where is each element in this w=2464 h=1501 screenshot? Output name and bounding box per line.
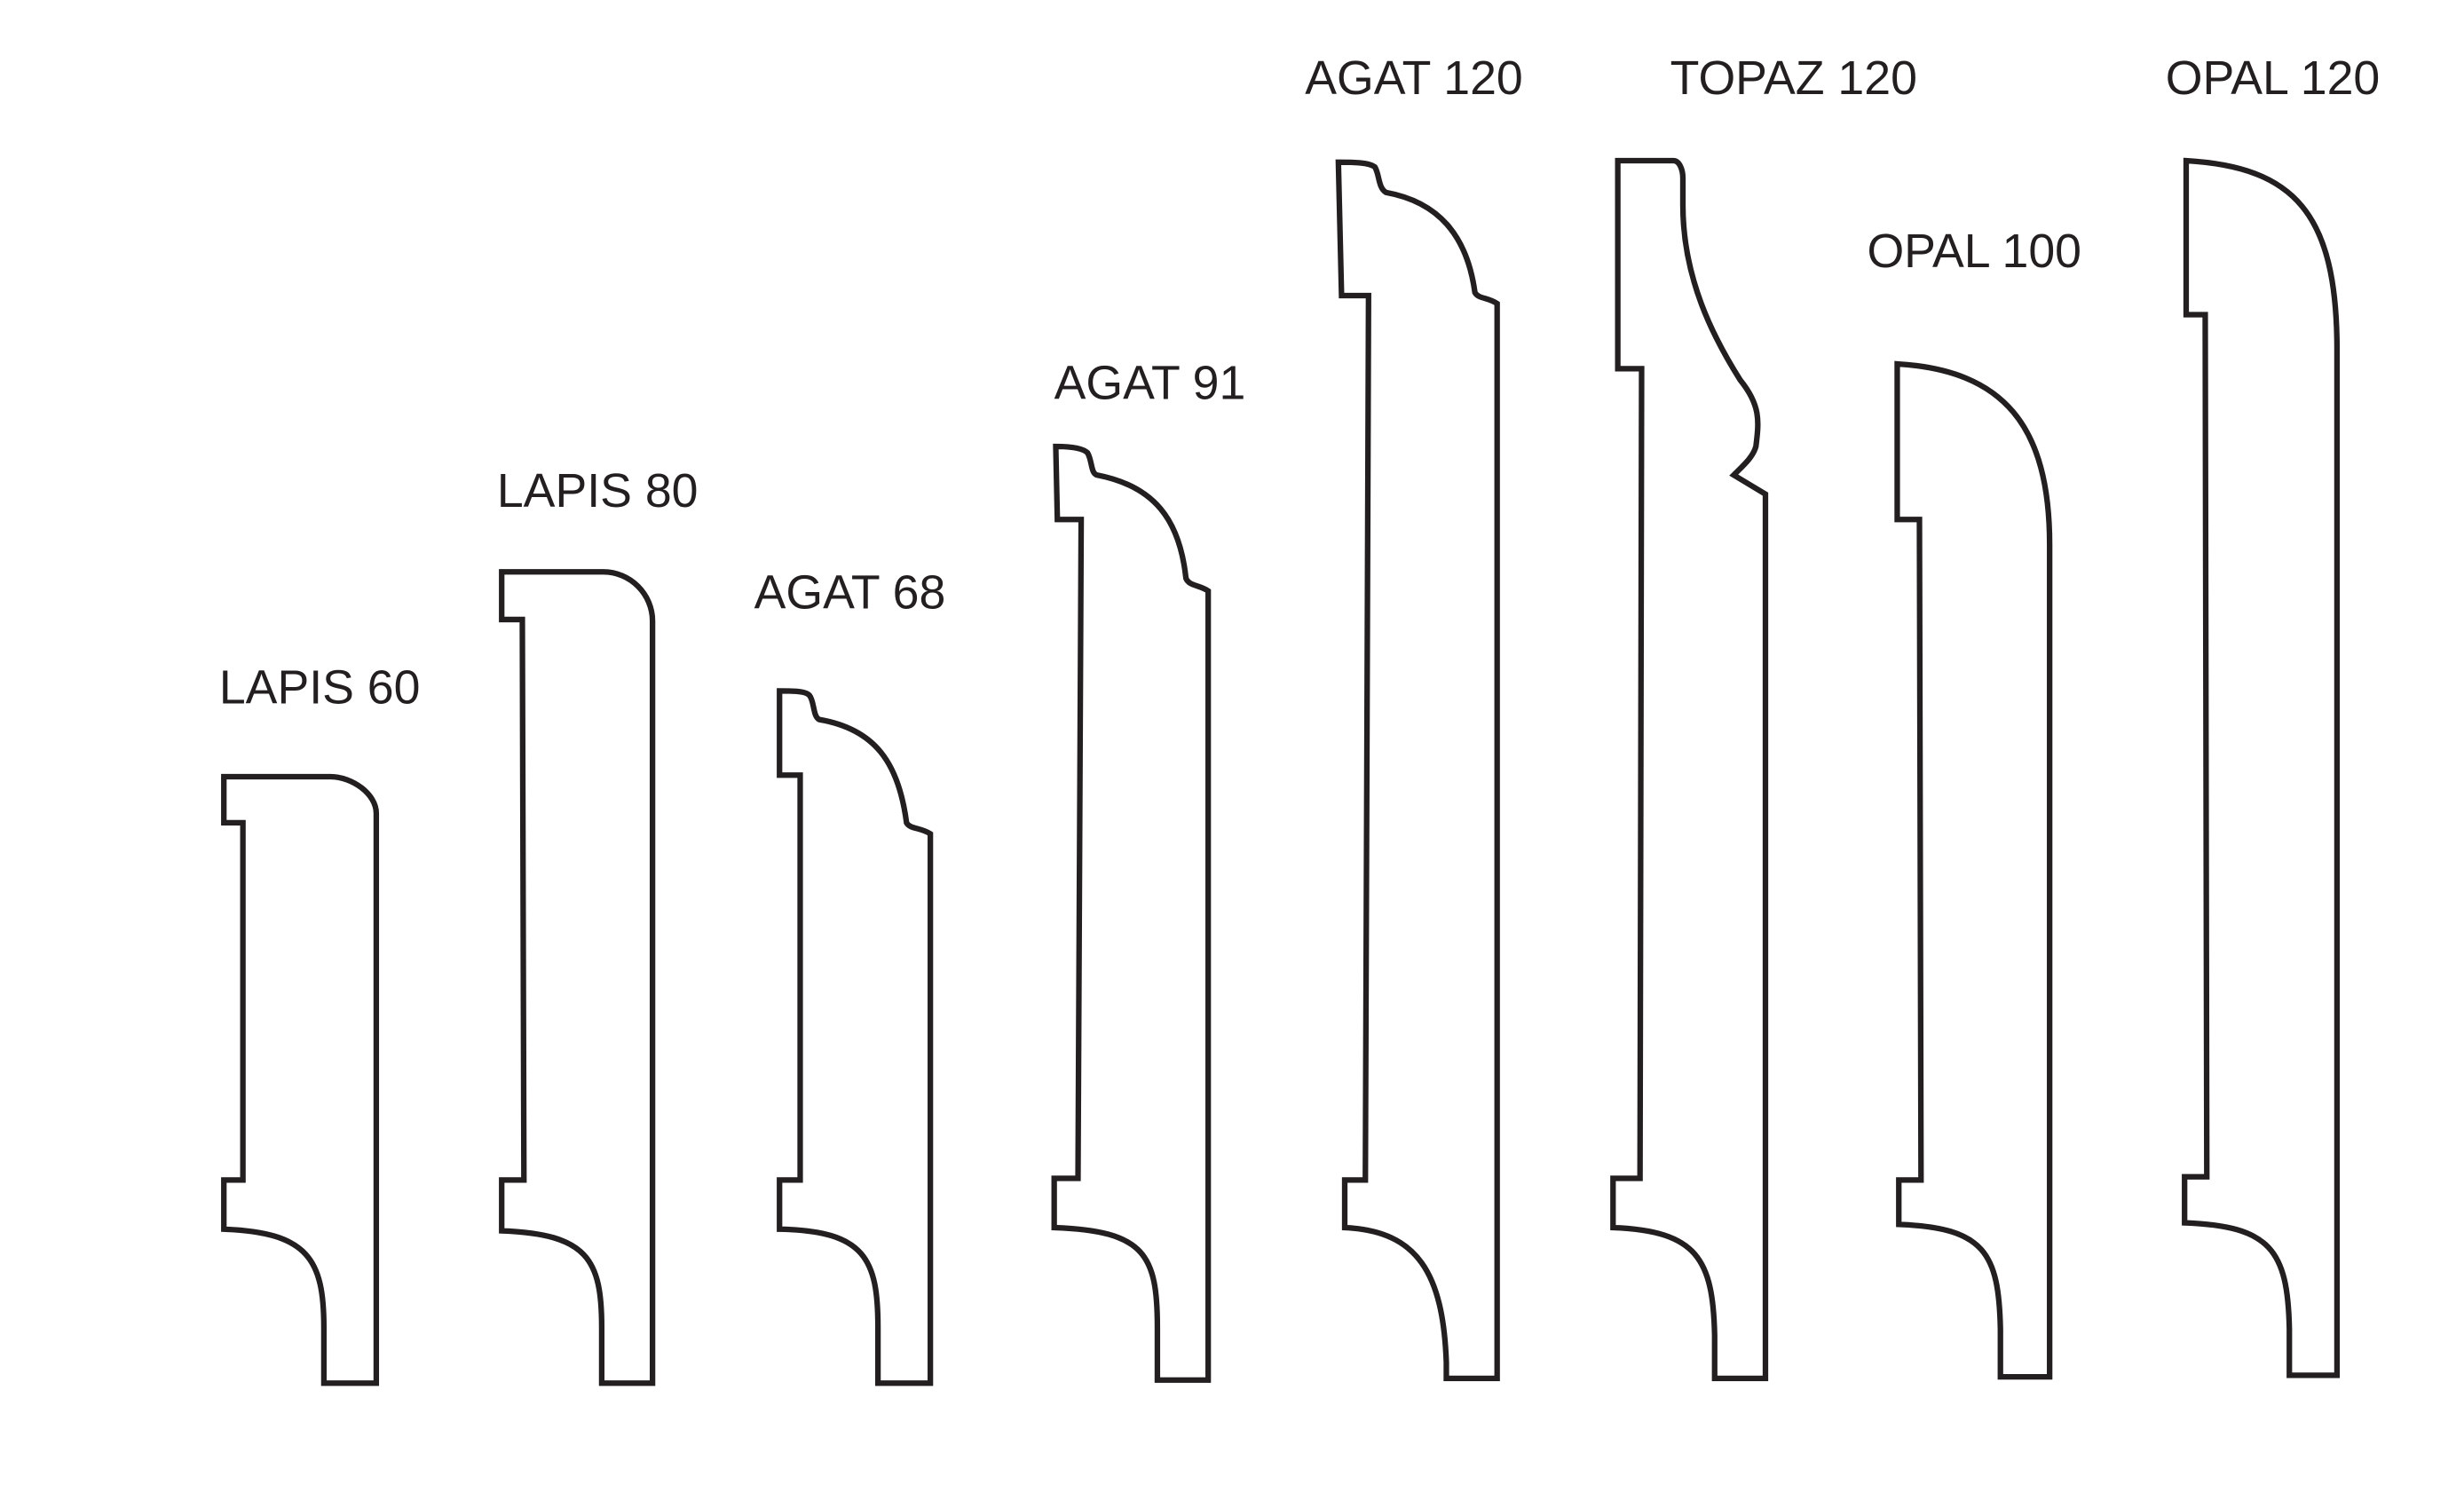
profile-topaz-120: TOPAZ 120 <box>1610 51 1917 1382</box>
profile-label-lapis-60: LAPIS 60 <box>219 661 421 715</box>
profile-shape-opal-100 <box>1894 360 2053 1380</box>
profile-label-agat-68: AGAT 68 <box>754 565 946 619</box>
profile-shape-lapis-80 <box>499 569 656 1386</box>
profile-lapis-80: LAPIS 80 <box>497 464 699 1386</box>
profile-label-agat-120: AGAT 120 <box>1305 51 1523 105</box>
profile-label-lapis-80: LAPIS 80 <box>497 464 699 517</box>
profile-label-agat-91: AGAT 91 <box>1054 356 1246 409</box>
profile-label-opal-120: OPAL 120 <box>2166 51 2381 105</box>
profile-shape-topaz-120 <box>1610 157 1769 1382</box>
profile-opal-100: OPAL 100 <box>1867 225 2081 1380</box>
profile-label-topaz-120: TOPAZ 120 <box>1670 51 1917 105</box>
profile-agat-68: AGAT 68 <box>754 565 946 1386</box>
profile-shape-agat-68 <box>777 688 934 1386</box>
profile-opal-120: OPAL 120 <box>2166 51 2381 1379</box>
profile-shape-opal-120 <box>2182 157 2341 1379</box>
profile-shape-lapis-60 <box>221 773 380 1386</box>
profile-label-opal-100: OPAL 100 <box>1867 225 2081 278</box>
profile-lapis-60: LAPIS 60 <box>219 661 421 1386</box>
profile-agat-120: AGAT 120 <box>1305 51 1523 1382</box>
profile-agat-91: AGAT 91 <box>1051 356 1246 1383</box>
profile-shape-agat-91 <box>1051 443 1212 1383</box>
profile-shape-agat-120 <box>1335 159 1500 1382</box>
